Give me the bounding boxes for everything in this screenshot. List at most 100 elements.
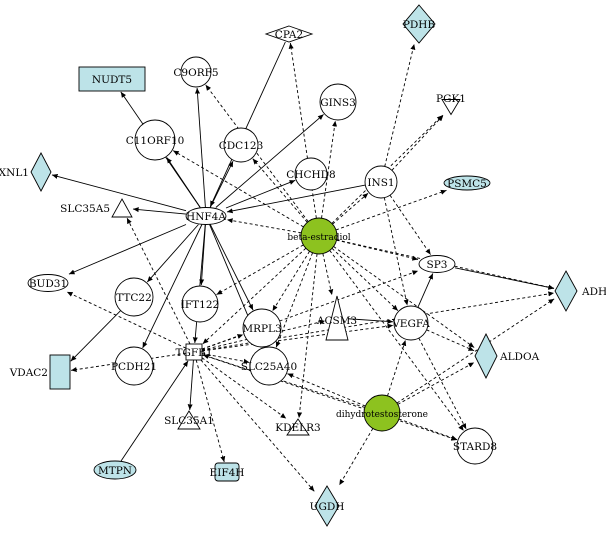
node-shape-gins3 (319, 83, 357, 121)
node-stard8[interactable]: STARD8 (453, 427, 497, 465)
edge-ins1-to-pdhb (384, 43, 416, 167)
node-pcdh21[interactable]: PCDH21 (111, 346, 157, 386)
node-slc35a1[interactable]: SLC35A1 (164, 410, 214, 430)
node-gins3[interactable]: GINS3 (319, 83, 357, 121)
node-label-eif4h: EIF4H (210, 467, 245, 479)
node-shape-mrpl3 (242, 308, 282, 348)
edge-mtpn-to-tgfb1 (120, 360, 189, 462)
node-shape-vdac2 (49, 354, 71, 390)
node-label-cpa2: CPA2 (275, 29, 303, 41)
node-vdac2[interactable]: VDAC2 (9, 354, 71, 390)
node-mrpl3[interactable]: MRPL3 (242, 308, 282, 348)
node-cdc123[interactable]: CDC123 (219, 127, 264, 163)
edge-tgfb1-to-stard8 (201, 354, 458, 441)
node-eif4h[interactable]: EIF4H (210, 462, 245, 482)
node-shape-bud31 (27, 274, 69, 292)
edge-vegfa-to-aldoa (426, 329, 475, 352)
node-txnl1[interactable]: TXNL1 (0, 152, 52, 192)
edge-dihydrotestosterone-to-stard8 (398, 418, 458, 441)
node-shape-stard8 (456, 427, 494, 465)
node-label-nudt5: NUDT5 (92, 74, 132, 86)
node-label-psmc5: PSMC5 (447, 178, 487, 190)
node-label-vdac2: VDAC2 (9, 367, 48, 379)
node-label-slc35a5: SLC35A5 (60, 203, 110, 215)
node-slc25a40[interactable]: SLC25A40 (241, 346, 298, 386)
node-shape-cpa2 (264, 25, 314, 43)
edge-beta-estradiol-to-mrpl3 (272, 251, 310, 312)
node-nudt5[interactable]: NUDT5 (78, 66, 146, 92)
node-c11orf10[interactable]: C11ORF10 (126, 119, 185, 161)
node-label-chchd8: CHCHD8 (286, 169, 335, 181)
edge-ins1-to-sp3 (389, 194, 432, 255)
node-shape-psmc5 (443, 175, 491, 191)
node-shape-pcdh21 (114, 346, 154, 386)
edge-beta-estradiol-to-cdc123 (252, 158, 308, 223)
node-label-pgk1: PGK1 (436, 93, 466, 105)
node-shape-c11orf10 (134, 119, 176, 161)
node-shape-dihydrotestosterone (363, 394, 401, 432)
edge-ins1-to-hnf4a (226, 184, 366, 214)
node-tgfb1[interactable]: TGFB1 (175, 343, 213, 361)
node-acsm3[interactable]: ACSM3 (316, 295, 357, 341)
edge-beta-estradiol-to-cpa2 (288, 42, 317, 219)
node-slc35a5[interactable]: SLC35A5 (60, 198, 133, 218)
node-label-slc35a1: SLC35A1 (164, 415, 214, 427)
node-label-pcdh21: PCDH21 (111, 361, 157, 373)
node-aldoa[interactable]: ALDOA (474, 332, 540, 380)
node-beta-estradiol[interactable]: beta-estradiol (287, 217, 351, 255)
node-label-ins1: INS1 (367, 177, 394, 189)
edge-hnf4a-to-pcdh21 (142, 224, 203, 349)
edge-tgfb1-to-vegfa (201, 323, 394, 352)
node-pgk1[interactable]: PGK1 (436, 93, 466, 116)
edge-ttc22-to-vdac2 (70, 310, 121, 362)
node-shape-acsm3 (325, 295, 349, 341)
node-shape-adh5 (554, 270, 578, 312)
node-c9orf5[interactable]: C9ORF5 (173, 56, 219, 88)
node-shape-ift122 (181, 285, 219, 323)
edge-ins1-to-pgk1 (391, 114, 444, 171)
node-label-kdelr3: KDELR3 (275, 422, 321, 434)
node-shape-txnl1 (30, 152, 52, 192)
node-label-stard8: STARD8 (453, 441, 497, 453)
edge-hnf4a-to-mrpl3 (209, 224, 254, 311)
edge-beta-estradiol-to-ift122 (216, 244, 304, 295)
node-label-beta-estradiol: beta-estradiol (287, 233, 350, 243)
edge-hnf4a-to-txnl1 (51, 173, 187, 212)
node-kdelr3[interactable]: KDELR3 (275, 418, 321, 436)
node-label-hnf4a: HNF4A (186, 211, 226, 223)
node-cpa2[interactable]: CPA2 (264, 25, 314, 43)
node-chchd8[interactable]: CHCHD8 (286, 157, 336, 191)
node-hnf4a[interactable]: HNF4A (185, 207, 227, 225)
node-ugdh[interactable]: UGDH (310, 485, 345, 527)
node-shape-ins1 (364, 165, 398, 199)
node-ttc22[interactable]: TTC22 (114, 277, 154, 317)
node-adh5[interactable]: ADH5 (554, 270, 606, 312)
node-sp3[interactable]: SP3 (418, 255, 456, 273)
node-ins1[interactable]: INS1 (364, 165, 398, 199)
node-psmc5[interactable]: PSMC5 (443, 175, 491, 191)
edge-hnf4a-to-c9orf5 (194, 87, 206, 208)
edge-dihydrotestosterone-to-tgfb1 (202, 354, 366, 408)
node-pdhb[interactable]: PDHB (402, 4, 436, 44)
edge-hnf4a-to-gins3 (215, 114, 324, 208)
node-ift122[interactable]: IFT122 (181, 285, 219, 323)
node-dihydrotestosterone[interactable]: dihydrotestosterone (336, 394, 428, 432)
node-shape-ttc22 (114, 277, 154, 317)
node-label-ttc22: TTC22 (116, 292, 152, 304)
node-label-bud31: BUD31 (29, 278, 67, 290)
node-label-cdc123: CDC123 (219, 140, 264, 152)
node-shape-slc35a5 (111, 198, 133, 218)
edge-hnf4a-to-c11orf10 (166, 157, 201, 208)
edge-tgfb1-to-ugdh (200, 359, 315, 492)
edge-acsm3-to-vegfa (347, 318, 394, 324)
edge-beta-estradiol-to-slc25a40 (275, 252, 313, 348)
edge-tgfb1-to-slc35a5 (126, 217, 191, 345)
node-mtpn[interactable]: MTPN (93, 460, 137, 480)
node-vegfa[interactable]: VEGFA (391, 305, 430, 341)
node-bud31[interactable]: BUD31 (27, 274, 69, 292)
node-label-mrpl3: MRPL3 (242, 323, 281, 335)
edge-tgfb1-to-adh5 (201, 291, 555, 352)
edge-vegfa-to-sp3 (417, 273, 434, 308)
